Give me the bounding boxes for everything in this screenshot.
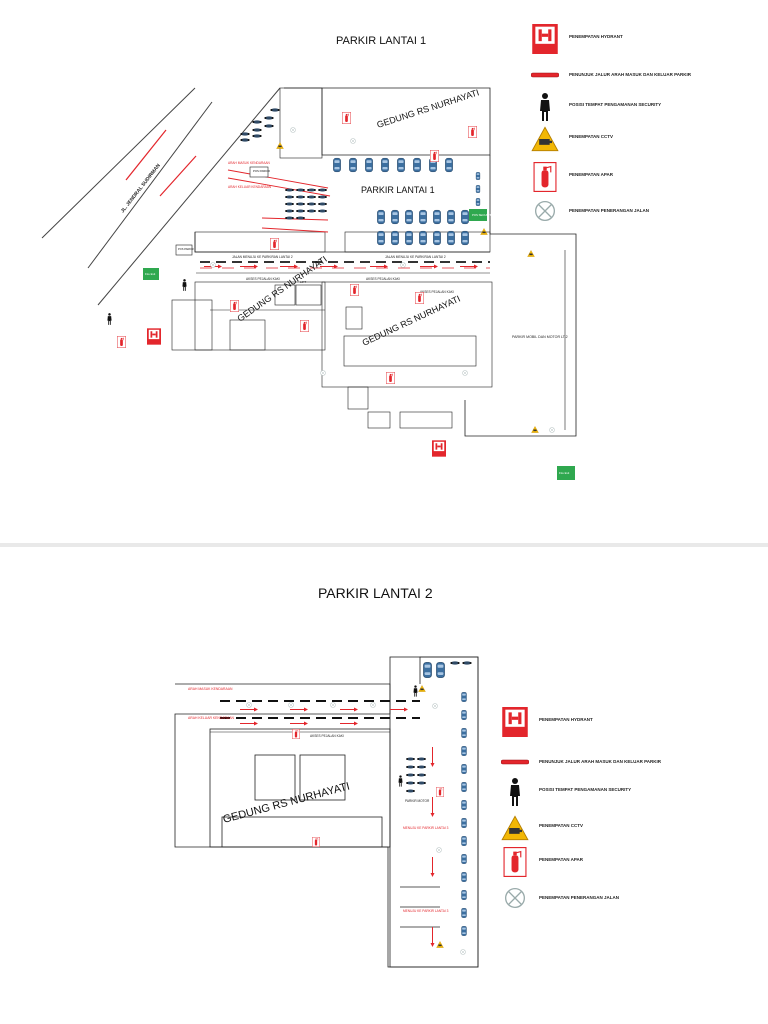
- motorcycle-cluster-center: [285, 188, 327, 220]
- legend-item-hydrant: PENEMPATAN HYDRANT: [531, 24, 731, 58]
- entry-direction-label: ARAH MASUK KENDARAAN: [188, 687, 233, 691]
- entry-direction-label: ARAH MASUK KENDARAAN: [228, 161, 270, 165]
- cctv-icon: [531, 124, 559, 154]
- parking-area-right-label: PARKIR MOBIL DAN MOTOR LT.2: [512, 335, 568, 339]
- lane-label-right: JALAN MENUJU KE PARKIRAN LANTAI 2: [385, 255, 446, 259]
- street-name-label: JL. JENDRAL SUDIRMAN: [120, 163, 162, 215]
- parking-map-level-2: ARAH MASUK KENDARAAN ARAH KELUAR KENDARA…: [174, 656, 479, 968]
- walkway-label: AKSES PEJALAN KAKI: [246, 277, 280, 281]
- lane-arrows: [240, 707, 435, 947]
- fire-extinguisher-markers: [117, 112, 477, 384]
- car-row-top: [423, 661, 445, 679]
- arrow-line-icon: [501, 759, 529, 765]
- page-title: PARKIR LANTAI 1: [336, 35, 427, 47]
- svg-text:POS SECURITY: POS SECURITY: [472, 213, 493, 217]
- street-light-icon: [501, 887, 529, 909]
- lane-label-left: JALAN MENUJU KE PARKIRAN LANTAI 2: [232, 255, 293, 259]
- fire-extinguisher-icon: [501, 847, 529, 877]
- exit-direction-label: ARAH KELUAR KENDARAAN: [228, 185, 272, 189]
- fire-extinguisher-icon: [531, 162, 559, 192]
- parking-booth-label: POS PARKIR: [253, 169, 270, 173]
- building-label-top: GEDUNG RS NURHAYATI: [376, 87, 481, 130]
- walkway-label: AKSES PEJALAN KAKI: [366, 277, 400, 281]
- legend-item-apar: PENEMPATAN APAR: [501, 847, 701, 881]
- lift-label: LIFT: [300, 280, 306, 284]
- entry-exit-arrows: [227, 169, 331, 233]
- car-row-middle: [377, 209, 469, 246]
- walkway-label: AKSES PEJALAN KAKI: [420, 290, 454, 294]
- parking-booth: [249, 166, 269, 178]
- legend-item-arrow-line: PENUNJUK JALUR ARAH MASUK DAN KELUAR PAR…: [501, 751, 701, 785]
- svg-text:Fire Exit: Fire Exit: [145, 272, 155, 276]
- floor-plan-page-1: PARKIR LANTAI 1 JL. JENDRAL SUDIRMAN GED…: [0, 0, 768, 543]
- lane-markings: JALAN MENUJU KE PARKIRAN LANTAI 2 JALAN …: [200, 255, 490, 294]
- legend-item-arrow-line: PENUNJUK JALUR ARAH MASUK DAN KELUAR PAR…: [531, 64, 731, 98]
- building-label-middle: GEDUNG RS NURHAYATI: [361, 294, 462, 348]
- building-label-left: GEDUNG RS NURHAYATI: [235, 254, 328, 324]
- fire-exit-signs: Fire Exit POS SECURITY Fire Exit: [143, 209, 575, 480]
- floor-plan-page-2: PARKIR LANTAI 2: [0, 547, 768, 1024]
- ramp-label: MENUJU KE PARKIR LANTAI 3: [403, 826, 449, 830]
- hydrant-icon: [501, 707, 529, 737]
- cctv-icon: [501, 813, 529, 843]
- building-top: GEDUNG RS NURHAYATI: [279, 87, 491, 159]
- building-left: [171, 281, 326, 351]
- small-booth-label: POS PARKIR: [178, 247, 194, 251]
- car-column-right: [460, 692, 468, 936]
- parking-area-outline: [194, 155, 577, 437]
- motorcycle-area-label: PARKIR MOTOR: [405, 799, 430, 803]
- hydrant-icon: [531, 24, 559, 54]
- building-middle: [321, 281, 493, 429]
- legend-item-apar: PENEMPATAN APAR: [531, 162, 731, 196]
- motorcycle-cluster-left: [240, 108, 280, 142]
- security-guard-icon: [531, 92, 559, 122]
- street-road: JL. JENDRAL SUDIRMAN: [41, 87, 281, 306]
- parking-level-label: PARKIR LANTAI 1: [361, 185, 435, 195]
- security-guard-markers: [107, 279, 187, 325]
- walkway-label: AKSES PEJALAN KAKI: [310, 734, 344, 738]
- car-column-right: [475, 172, 481, 206]
- page-title: PARKIR LANTAI 2: [318, 585, 433, 601]
- ramp-label: MENUJU KE PARKIR LANTAI 3: [403, 909, 449, 913]
- building-label: GEDUNG RS NURHAYATI: [222, 780, 351, 825]
- legend-item-light: PENEMPATAN PENERANGAN JALAN: [501, 887, 701, 921]
- svg-text:Fire Exit: Fire Exit: [559, 471, 569, 475]
- parking-map-level-1: JL. JENDRAL SUDIRMAN GEDUNG RS NURHAYATI…: [41, 87, 577, 480]
- legend-item-security: POSISI TEMPAT PENGAMANAN SECURITY: [501, 777, 701, 811]
- security-guard-icon: [501, 777, 529, 807]
- arrow-line-icon: [531, 72, 559, 78]
- legend-item-cctv: PENEMPATAN CCTV: [501, 813, 701, 847]
- small-booth: [175, 244, 193, 256]
- legend-item-security: POSISI TEMPAT PENGAMANAN SECURITY: [531, 92, 731, 126]
- street-light-icon: [531, 200, 559, 222]
- legend-item-light: PENEMPATAN PENERANGAN JALAN: [531, 200, 731, 234]
- legend-item-cctv: PENEMPATAN CCTV: [531, 124, 731, 158]
- fire-hydrant-markers: [147, 328, 446, 457]
- legend-item-hydrant: PENEMPATAN HYDRANT: [501, 707, 701, 741]
- exit-direction-label: ARAH KELUAR KENDARAAN: [188, 716, 235, 720]
- lane-markings: [210, 700, 420, 733]
- level-2-outline: [174, 656, 479, 968]
